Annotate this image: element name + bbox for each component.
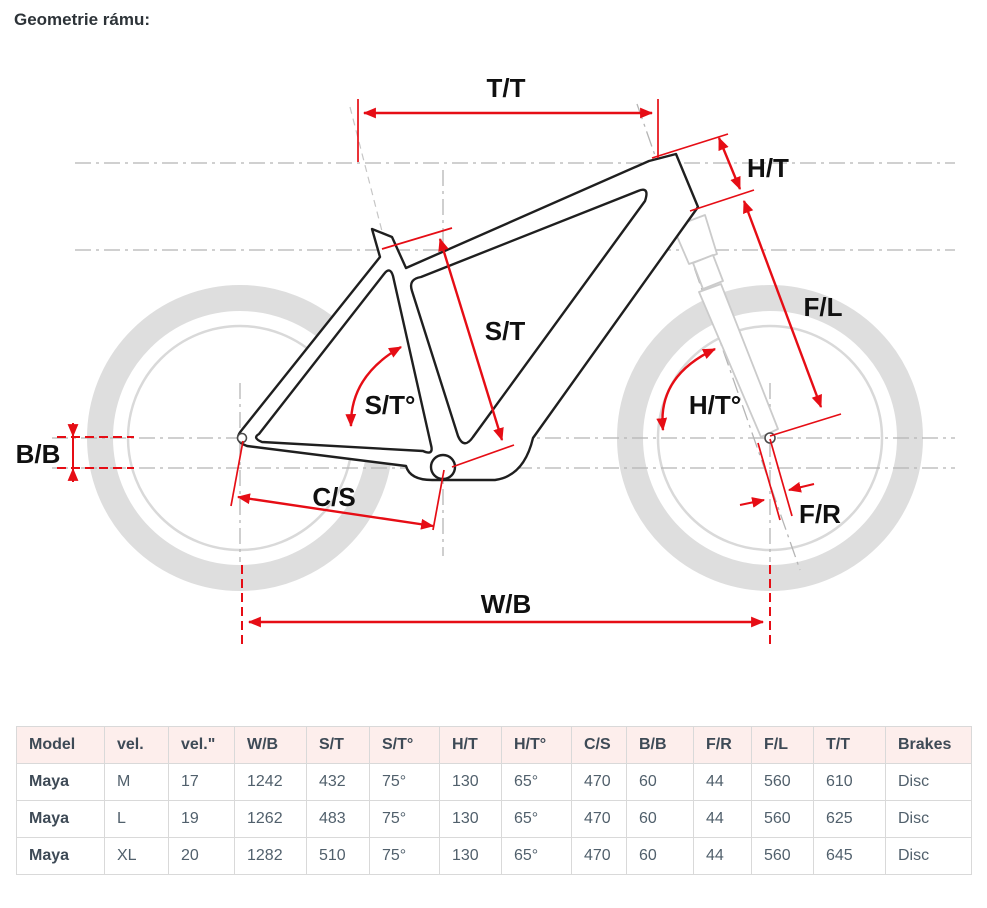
header-cell: S/T <box>306 726 370 764</box>
table-cell: 75° <box>369 800 440 838</box>
dim-label-wb: W/B <box>481 589 532 619</box>
table-cell: 560 <box>751 800 814 838</box>
header-cell: S/T° <box>369 726 440 764</box>
frame-geometry-diagram: T/T H/T F/L S/T S/T° H/T° B/B C/S <box>0 30 987 690</box>
header-cell: H/T <box>439 726 502 764</box>
table-cell: 560 <box>751 763 814 801</box>
table-cell: 130 <box>439 800 502 838</box>
table-cell: Disc <box>885 763 972 801</box>
table-cell: XL <box>104 837 169 875</box>
table-cell: 65° <box>501 837 572 875</box>
table-cell: 75° <box>369 763 440 801</box>
table-cell: 60 <box>626 837 694 875</box>
dim-label-ht-angle: H/T° <box>689 390 741 420</box>
dimension-st-angle: S/T° <box>345 345 416 428</box>
table-cell: 1282 <box>234 837 307 875</box>
dim-label-tt: T/T <box>487 73 526 103</box>
table-cell: 44 <box>693 763 752 801</box>
page-title: Geometrie rámu: <box>14 10 151 29</box>
dimension-fl: F/L <box>742 199 843 437</box>
table-cell: Maya <box>16 800 105 838</box>
dimension-cs: C/S <box>230 440 445 531</box>
dim-label-cs: C/S <box>312 482 355 512</box>
header-cell: W/B <box>234 726 307 764</box>
table-cell: 44 <box>693 800 752 838</box>
table-cell: 432 <box>306 763 370 801</box>
dimension-ht: H/T <box>651 133 789 212</box>
table-cell: 470 <box>571 837 627 875</box>
table-cell: 75° <box>369 837 440 875</box>
table-cell: Maya <box>16 763 105 801</box>
header-cell: Model <box>16 726 105 764</box>
table-cell: 130 <box>439 763 502 801</box>
table-cell: M <box>104 763 169 801</box>
table-cell: 44 <box>693 837 752 875</box>
header-cell: F/R <box>693 726 752 764</box>
dim-label-ht: H/T <box>747 153 789 183</box>
header-cell: B/B <box>626 726 694 764</box>
table-cell: 483 <box>306 800 370 838</box>
table-cell: 470 <box>571 800 627 838</box>
table-cell: 60 <box>626 763 694 801</box>
header-cell: Brakes <box>885 726 972 764</box>
table-cell: 560 <box>751 837 814 875</box>
table-cell: 510 <box>306 837 370 875</box>
table-cell: L <box>104 800 169 838</box>
table-cell: 1242 <box>234 763 307 801</box>
dim-label-st-angle: S/T° <box>365 390 416 420</box>
dimension-fr: F/R <box>739 438 841 529</box>
table-cell: 470 <box>571 763 627 801</box>
rear-axle <box>236 432 248 444</box>
dimension-bb: B/B <box>16 423 134 482</box>
table-cell: Disc <box>885 837 972 875</box>
header-cell: vel. <box>104 726 169 764</box>
header-cell: C/S <box>571 726 627 764</box>
header-cell: H/T° <box>501 726 572 764</box>
table-cell: 65° <box>501 800 572 838</box>
dimension-tt: T/T <box>357 73 659 162</box>
table-cell: 625 <box>813 800 886 838</box>
table-cell: Disc <box>885 800 972 838</box>
table-cell: 19 <box>168 800 235 838</box>
dimension-st: S/T <box>381 227 526 468</box>
dimension-ht-angle: H/T° <box>656 347 741 432</box>
header-cell: T/T <box>813 726 886 764</box>
dim-label-fl: F/L <box>804 292 843 322</box>
table-cell: 65° <box>501 763 572 801</box>
table-cell: 1262 <box>234 800 307 838</box>
header-cell: F/L <box>751 726 814 764</box>
table-cell: Maya <box>16 837 105 875</box>
table-cell: 60 <box>626 800 694 838</box>
dim-label-st: S/T <box>485 316 526 346</box>
header-cell: vel." <box>168 726 235 764</box>
table-cell: 130 <box>439 837 502 875</box>
table-cell: 17 <box>168 763 235 801</box>
dim-label-fr: F/R <box>799 499 841 529</box>
dimension-wb: W/B <box>241 565 771 649</box>
dim-label-bb: B/B <box>16 439 61 469</box>
table-cell: 20 <box>168 837 235 875</box>
table-cell: 645 <box>813 837 886 875</box>
table-cell: 610 <box>813 763 886 801</box>
